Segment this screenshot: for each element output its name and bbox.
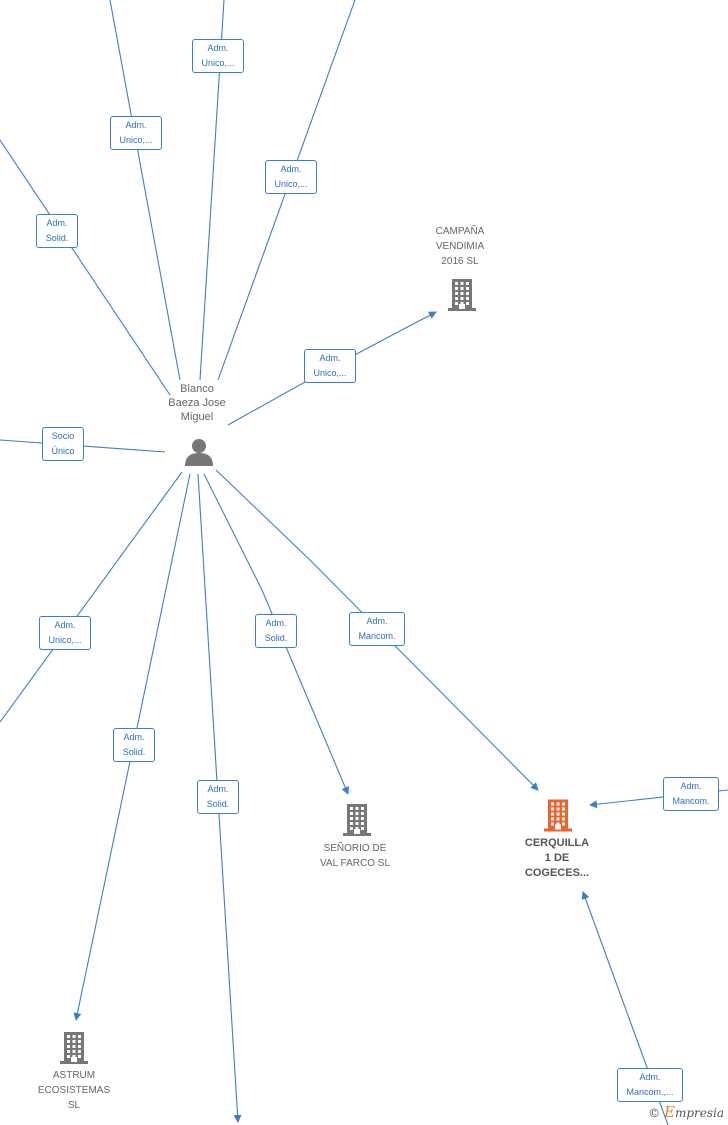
edge-label[interactable]: Adm. Unico,...: [304, 349, 356, 383]
company-name-line: COGECES...: [524, 867, 590, 879]
edge-label-line: Unico,...: [274, 179, 308, 189]
edge-label[interactable]: Adm. Solid.: [197, 780, 239, 814]
edge-label[interactable]: Adm. Solid.: [113, 728, 155, 762]
edge-label-line: Socio: [51, 431, 75, 441]
edge-label-line: Unico,...: [48, 635, 82, 645]
edge-label-line: Adm.: [280, 164, 302, 174]
empresia-logo[interactable]: © Empresia: [648, 1103, 724, 1121]
edge-label-line: Solid.: [206, 799, 230, 809]
building-icon[interactable]: [341, 802, 373, 836]
edge-label[interactable]: Adm. Mancom.: [663, 777, 719, 811]
edge-label-line: Adm.: [207, 43, 229, 53]
edge-label-line: Mancom.,...: [626, 1087, 674, 1097]
person-icon[interactable]: [184, 437, 214, 467]
company-name-line: SL: [67, 1100, 81, 1111]
edge-label-line: Adm.: [46, 218, 68, 228]
edge-label-line: Adm.: [319, 353, 341, 363]
edge-label-line: Adm.: [207, 784, 229, 794]
edge-label-line: Solid.: [45, 233, 69, 243]
relationship-edge: [109, 0, 181, 381]
edge-label[interactable]: Adm. Solid.: [36, 214, 78, 248]
logo-initial: E: [663, 1103, 675, 1121]
company-name-line: ECOSISTEMAS: [37, 1085, 111, 1096]
person-name-line: Baeza Jose: [168, 397, 226, 409]
company-name-line: VAL FARCO SL: [319, 858, 391, 869]
person-name[interactable]: Blanco Baeza Jose Miguel: [150, 382, 244, 424]
company-name-line: 2016 SL: [441, 256, 479, 267]
edge-label-line: Mancom.: [672, 796, 710, 806]
company-name-senorio[interactable]: SEÑORIO DE VAL FARCO SL: [300, 841, 410, 871]
edge-label[interactable]: Adm. Solid.: [255, 614, 297, 648]
edge-label-line: Adm.: [125, 120, 147, 130]
company-name-line: VENDIMIA: [435, 241, 485, 252]
edge-label-line: Solid.: [122, 747, 146, 757]
edge-label[interactable]: Adm. Unico,...: [110, 116, 162, 150]
company-name-line: ASTRUM: [52, 1070, 96, 1081]
edge-label-line: Unico,...: [313, 368, 347, 378]
edge-label-line: Solid.: [264, 633, 288, 643]
edge-label-line: Adm.: [639, 1072, 661, 1082]
edge-label-line: Adm.: [366, 616, 388, 626]
company-name-campana[interactable]: CAMPAÑA VENDIMIA 2016 SL: [410, 224, 510, 269]
edge-label-line: Adm.: [265, 618, 287, 628]
company-name-line: CAMPAÑA: [435, 226, 485, 237]
edge-label-line: Unico,...: [201, 58, 235, 68]
building-icon[interactable]: [542, 797, 574, 832]
logo-text: mpresia: [674, 1106, 724, 1120]
edge-label-line: Adm.: [680, 781, 702, 791]
company-name-line: CERQUILLA: [524, 837, 590, 849]
company-name-line: 1 DE: [544, 852, 570, 864]
edge-label[interactable]: Adm. Unico,...: [39, 616, 91, 650]
company-name-line: SEÑORIO DE: [323, 843, 387, 854]
person-name-line: Miguel: [180, 411, 214, 423]
building-icon[interactable]: [446, 277, 478, 311]
building-icon[interactable]: [58, 1030, 90, 1064]
company-name-astrum[interactable]: ASTRUM ECOSISTEMAS SL: [22, 1068, 126, 1113]
edge-label[interactable]: Adm. Unico,...: [192, 39, 244, 73]
edge-label[interactable]: Adm. Unico,...: [265, 160, 317, 194]
edge-label[interactable]: Adm. Mancom.,...: [617, 1068, 683, 1102]
relationship-edge: [0, 139, 171, 396]
edge-label-line: Adm.: [54, 620, 76, 630]
copyright-symbol: ©: [648, 1106, 661, 1120]
relationship-edge: [0, 471, 183, 723]
edge-label[interactable]: Socio Único: [42, 427, 84, 461]
edge-label-line: Mancom.: [358, 631, 396, 641]
edge-label-line: Unico,...: [119, 135, 153, 145]
edge-label-line: Único: [51, 446, 75, 456]
relationship-edge: [203, 473, 349, 795]
relationship-edge: [215, 469, 539, 791]
edge-label-line: Adm.: [123, 732, 145, 742]
company-name-cerquilla[interactable]: CERQUILLA 1 DE COGECES...: [505, 836, 609, 881]
edge-label[interactable]: Adm. Mancom.: [349, 612, 405, 646]
person-name-line: Blanco: [180, 383, 214, 395]
